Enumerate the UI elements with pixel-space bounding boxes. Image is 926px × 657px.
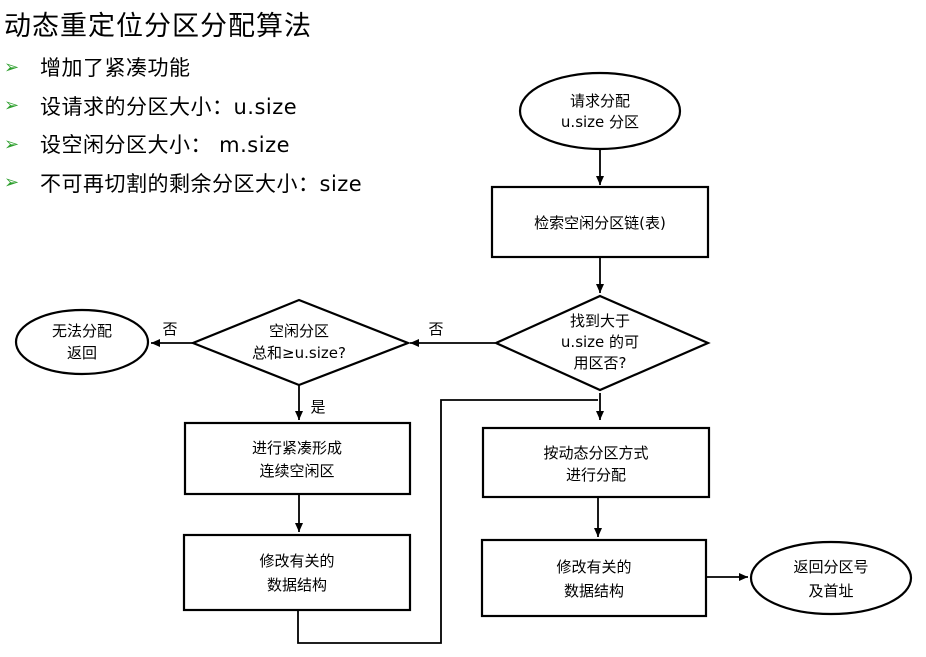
bullet-item: ➢增加了紧凑功能 [4, 56, 191, 81]
compact-box: 进行紧凑形成 连续空闲区 [183, 421, 412, 496]
connectors [151, 150, 748, 644]
decision-total-text-1: 空闲分区 [269, 322, 329, 340]
fail-node: 无法分配 返回 [14, 308, 150, 376]
search-text: 检索空闲分区链(表) [534, 214, 666, 232]
fail-text-2: 返回 [67, 344, 97, 362]
arrow-bullet-icon: ➢ [4, 56, 20, 78]
modify-left-box: 修改有关的 数据结构 [182, 533, 412, 612]
compact-text-1: 进行紧凑形成 [252, 439, 342, 457]
allocate-box: 按动态分区方式 进行分配 [481, 426, 711, 499]
bullet-list: ➢增加了紧凑功能 ➢设请求的分区大小：u.size ➢设空闲分区大小： m.si… [4, 48, 362, 202]
arrow-bullet-icon: ➢ [4, 133, 20, 155]
page-title: 动态重定位分区分配算法 [4, 11, 312, 42]
end-node: 返回分区号 及首址 [749, 540, 913, 616]
label-no-right: 否 [428, 320, 443, 338]
start-node: 请求分配 u.size 分区 [518, 71, 682, 151]
bullet-item: ➢设请求的分区大小：u.size [4, 94, 298, 119]
decision-found-text-2: u.size 的可 [561, 333, 639, 351]
end-text-2: 及首址 [808, 582, 853, 600]
label-no-left: 否 [162, 320, 177, 338]
decision-total-text-2: 总和≥u.size? [252, 344, 346, 362]
decision-found-text-3: 用区否? [574, 354, 627, 372]
decision-found-text-1: 找到大于 [570, 312, 630, 330]
search-box: 检索空闲分区链(表) [490, 185, 710, 259]
decision-total: 空闲分区 总和≥u.size? [190, 298, 412, 387]
allocate-text-1: 按动态分区方式 [543, 444, 648, 462]
bullet-item: ➢不可再切割的剩余分区大小：size [4, 171, 363, 196]
label-yes: 是 [310, 398, 325, 416]
modify-right-text-2: 数据结构 [564, 582, 624, 600]
allocate-text-2: 进行分配 [566, 466, 626, 484]
arrow-bullet-icon: ➢ [4, 172, 20, 194]
modify-left-text-1: 修改有关的 [259, 552, 334, 570]
start-text-1: 请求分配 [570, 92, 630, 110]
loop-back-line [297, 399, 598, 644]
bullet-item: ➢设空闲分区大小： m.size [4, 133, 291, 158]
fail-text-1: 无法分配 [52, 322, 112, 340]
compact-text-2: 连续空闲区 [259, 462, 334, 480]
start-text-2: u.size 分区 [561, 113, 639, 131]
modify-left-text-2: 数据结构 [267, 576, 327, 594]
modify-right-text-1: 修改有关的 [556, 558, 631, 576]
end-text-1: 返回分区号 [793, 558, 868, 576]
modify-right-box: 修改有关的 数据结构 [480, 538, 708, 618]
decision-found: 找到大于 u.size 的可 用区否? [493, 294, 711, 392]
arrow-bullet-icon: ➢ [4, 95, 20, 117]
